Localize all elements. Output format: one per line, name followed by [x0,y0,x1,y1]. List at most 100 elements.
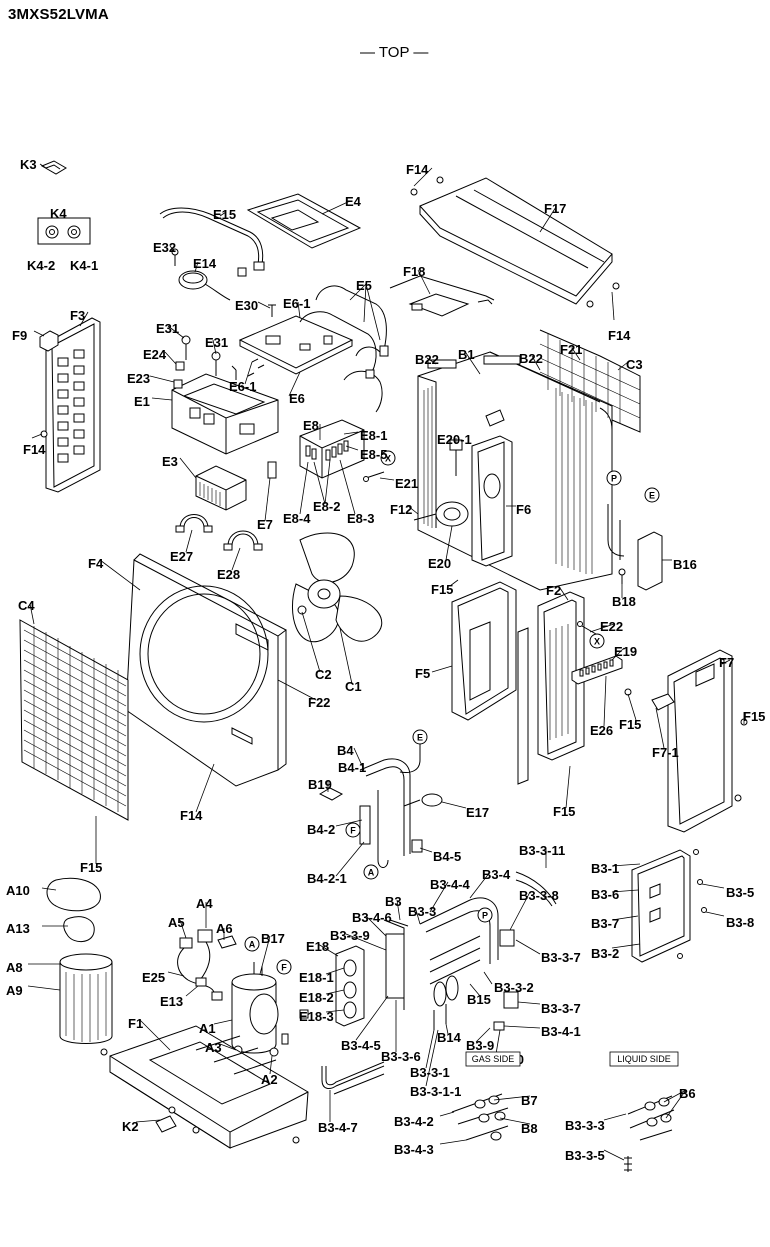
part-label: K4-1 [70,258,98,273]
part-label: E8-2 [313,499,340,514]
part-label: B3-3-8 [519,888,559,903]
part-label: B22 [415,352,439,367]
model-title: 3MXS52LVMA [8,6,109,23]
part-label: F4 [88,556,104,571]
part-label: F22 [308,695,330,710]
reference-marker-letter: A [368,868,375,878]
part-e8-terminal-block [299,419,385,482]
part-label: B4-2 [307,822,335,837]
part-label: E8-5 [360,447,387,462]
part-label: E31 [205,335,228,350]
part-label: B3-3-11 [519,843,565,858]
part-label: B4-5 [433,849,461,864]
part-label: E6-1 [229,379,256,394]
reference-marker-letter: X [385,454,391,464]
part-label: E32 [153,240,176,255]
part-label: B4-2-1 [307,871,347,886]
part-b4-piping [318,740,443,868]
part-label: E5 [356,278,372,293]
part-label: E7 [257,517,273,532]
part-label: B3-3-5 [565,1148,605,1163]
part-e4-cover [246,193,362,249]
part-e30-screw [268,304,276,317]
part-label: B22 [519,351,543,366]
part-label: F12 [390,502,412,517]
part-label: F6 [516,502,531,517]
part-a1-compressor [231,962,309,1057]
part-label: B8 [521,1121,538,1136]
reference-marker-circle [412,729,428,745]
part-label: E25 [142,970,165,985]
part-label: F17 [544,201,566,216]
gas-side-box: GAS SIDE [465,1051,521,1067]
part-b6-fittings [624,1095,675,1172]
part-e6-pcb [238,315,354,377]
reference-marker-letter: E [417,733,423,743]
part-label: B3-4-3 [394,1142,434,1157]
reference-marker-letter: P [611,474,617,484]
part-label: E21 [395,476,418,491]
part-e5-harnesses [299,285,389,413]
part-label: B3-3-2 [494,980,534,995]
part-label: B1 [458,347,475,362]
part-label: K4-2 [27,258,55,273]
part-label: F7 [719,655,734,670]
reference-marker-letter: A [249,940,256,950]
part-label: B3-3-7 [541,950,581,965]
part-f17-top-panel [410,176,620,308]
part-b3-4-7-tubes [321,1061,385,1095]
part-label: B6 [679,1086,696,1101]
reference-marker-letter: P [482,911,488,921]
part-label: C4 [18,598,35,613]
part-label: F15 [619,717,641,732]
part-e7 [267,461,277,479]
part-label: E14 [193,256,217,271]
part-label: E27 [170,549,193,564]
part-label: B18 [612,594,636,609]
part-label: E8 [303,418,319,433]
part-label: E31 [156,321,179,336]
part-label: E28 [217,567,240,582]
part-label: E18-3 [299,1009,334,1024]
part-e20-fan-motor [413,409,505,527]
reference-marker-circle [589,633,605,649]
part-label: B3-4-6 [352,910,392,925]
part-label: F15 [80,860,102,875]
part-label: B14 [437,1030,462,1045]
reference-marker-letter: F [350,826,356,836]
part-label: E8-4 [283,511,311,526]
reference-marker-circle [606,470,622,486]
part-label: B3-6 [591,887,619,902]
part-f18-bracket [389,275,495,317]
part-label: A9 [6,983,23,998]
reference-marker-circle [380,450,396,466]
part-label: B3-9 [466,1038,494,1053]
part-label: E13 [160,994,183,1009]
part-f6-motor-bracket [471,435,513,567]
part-a-insulation [46,877,113,1044]
part-label: E22 [600,619,623,634]
part-f3-side-panel [39,317,101,493]
part-label: B3-4-1 [541,1024,581,1039]
part-label: B16 [673,557,697,572]
part-c3-guard [539,329,641,433]
part-label: B3-8 [726,915,754,930]
part-label: B7 [521,1093,538,1108]
part-label: E19 [614,644,637,659]
part-label: E18-2 [299,990,334,1005]
part-label: B17 [261,931,285,946]
part-label: E30 [235,298,258,313]
part-label: E18-1 [299,970,334,985]
part-label: B19 [308,777,332,792]
part-label: B3-4-7 [318,1120,358,1135]
part-e18-bracket [335,945,365,1027]
part-label: E15 [213,207,236,222]
part-label: C3 [626,357,643,372]
part-f7-side-panel [651,649,748,833]
part-label: C2 [315,667,332,682]
part-f4-front-panel [125,553,287,787]
part-label: B3-5 [726,885,754,900]
